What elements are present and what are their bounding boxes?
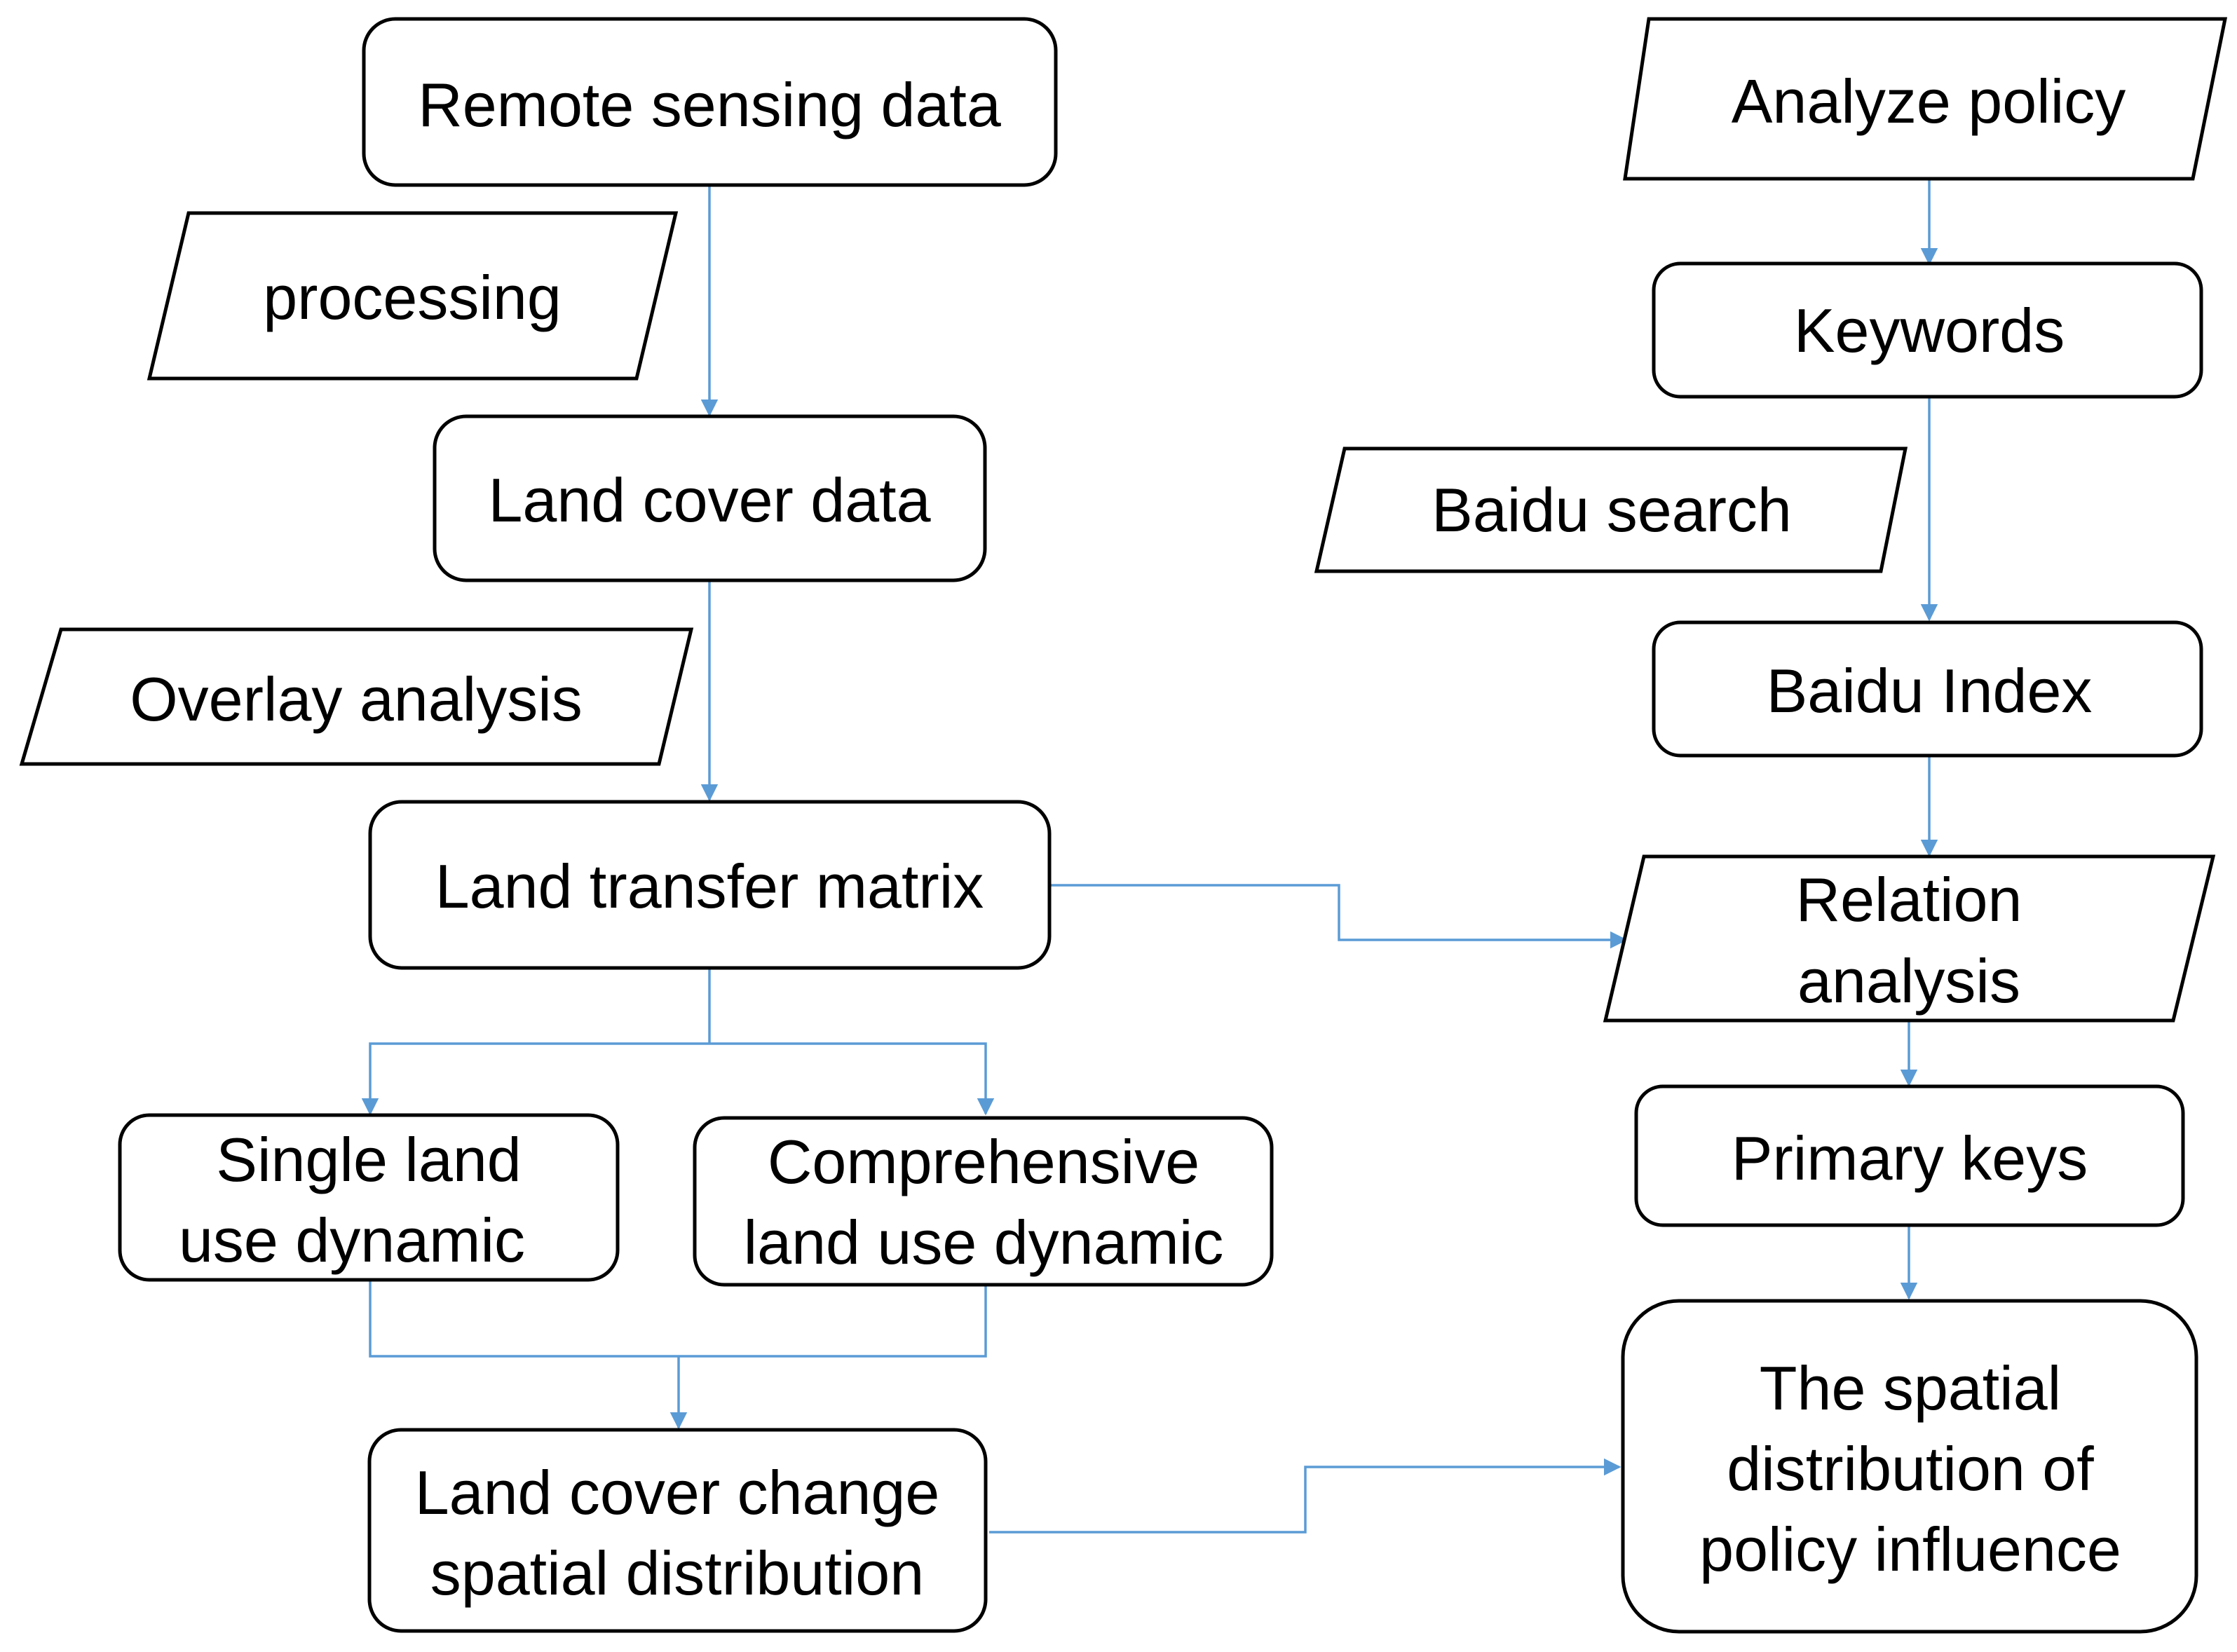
node-baidu-index: Baidu Index [1652,620,2203,758]
node-analyze-policy: Analyze policy [1623,17,2228,181]
node-land-cover-data-shape [433,414,987,582]
node-land-transfer-matrix-shape [368,800,1052,970]
edge-transfer-matrix-to-single-land [361,1042,709,1116]
connectors [361,180,1938,1534]
node-land-cover-change-spatial-distribution-shape [367,1428,988,1633]
node-processing-shape [147,211,679,381]
node-overlay-analysis-shape [19,627,694,766]
node-land-transfer-matrix: Land transfer matrix [368,800,1052,970]
node-relation-analysis: Relation analysis [1603,854,2216,1023]
edge-transfer-matrix-to-comprehensive [709,1042,995,1116]
node-land-cover-change-spatial-distribution-label-line1: Land cover change [415,1458,940,1527]
node-land-cover-data: Land cover data [433,414,987,582]
node-single-land-use-dynamic-label-line1: Single land [216,1125,521,1194]
node-relation-analysis-label-line2: analysis [1797,946,2020,1016]
node-processing-label: processing [263,263,562,332]
node-keywords: Keywords [1652,261,2203,399]
node-overlay-analysis-label: Overlay analysis [130,664,583,734]
node-spatial-distribution-policy-influence-label-line2: distribution of [1727,1434,2094,1503]
node-primary-keys: Primary keys [1634,1084,2185,1227]
node-comprehensive-land-use-dynamic: Comprehensive land use dynamic [693,1116,1274,1287]
node-baidu-search: Baidu search [1314,446,1908,573]
node-keywords-shape [1652,261,2203,399]
edge-comprehensive-to-change-distribution [679,1285,987,1358]
node-primary-keys-label: Primary keys [1732,1124,2088,1193]
node-overlay-analysis: Overlay analysis [19,627,694,766]
node-single-land-use-dynamic-shape [118,1113,620,1282]
node-remote-sensing-data-shape [362,17,1058,187]
node-relation-analysis-shape [1603,854,2216,1023]
node-spatial-distribution-policy-influence-label-line3: policy influence [1699,1515,2121,1584]
node-relation-analysis-label-line1: Relation [1796,865,2022,934]
node-remote-sensing-data-label: Remote sensing data [418,70,1001,139]
node-baidu-search-shape [1314,446,1908,573]
node-keywords-label: Keywords [1794,296,2065,365]
node-land-cover-data-label: Land cover data [488,465,930,535]
node-single-land-use-dynamic-label-line2: use dynamic [179,1206,525,1275]
edge-change-distribution-to-policy-influence [989,1458,1621,1534]
node-land-cover-change-spatial-distribution-label-line2: spatial distribution [430,1538,924,1608]
node-spatial-distribution-policy-influence: The spatial distribution of policy influ… [1621,1299,2198,1634]
node-primary-keys-shape [1634,1084,2185,1227]
node-comprehensive-land-use-dynamic-shape [693,1116,1274,1287]
node-comprehensive-land-use-dynamic-label-line2: land use dynamic [744,1208,1224,1277]
node-processing: processing [147,211,679,381]
edge-transfer-matrix-to-relation [1049,884,1628,949]
node-analyze-policy-shape [1623,17,2228,181]
edge-single-land-to-change-distribution [369,1280,679,1358]
node-spatial-distribution-policy-influence-shape [1621,1299,2198,1634]
node-land-cover-change-spatial-distribution: Land cover change spatial distribution [367,1428,988,1633]
node-spatial-distribution-policy-influence-label-line1: The spatial [1760,1353,2061,1423]
node-single-land-use-dynamic: Single land use dynamic [118,1113,620,1282]
node-baidu-index-label: Baidu Index [1767,656,2093,725]
node-remote-sensing-data: Remote sensing data [362,17,1058,187]
node-land-transfer-matrix-label: Land transfer matrix [435,852,984,921]
node-comprehensive-land-use-dynamic-label-line1: Comprehensive [768,1127,1199,1196]
node-analyze-policy-label: Analyze policy [1732,67,2126,136]
node-baidu-index-shape [1652,620,2203,758]
node-baidu-search-label: Baidu search [1432,475,1792,545]
